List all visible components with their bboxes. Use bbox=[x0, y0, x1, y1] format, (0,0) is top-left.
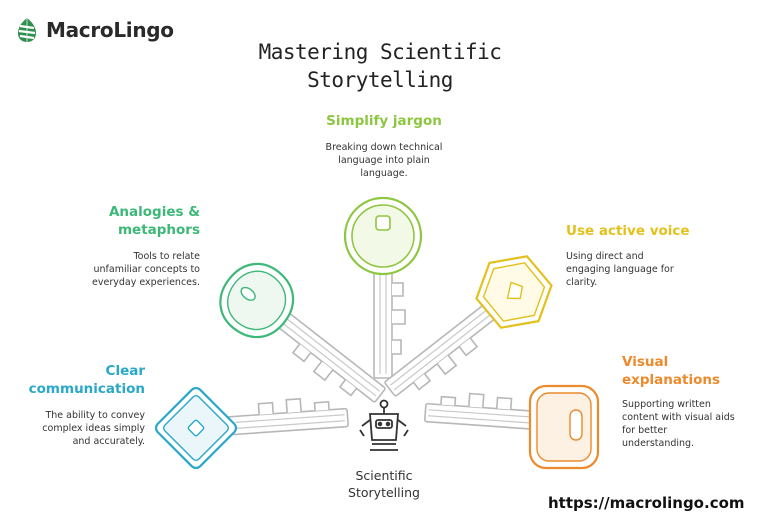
heading-line: Clear bbox=[105, 363, 145, 379]
desc-line: complex ideas simply bbox=[42, 423, 145, 434]
heading-analogies-metaphors: Analogies & metaphors bbox=[80, 203, 200, 239]
desc-visual-explanations: Supporting written content with visual a… bbox=[622, 398, 742, 450]
desc-line: language into plain bbox=[338, 155, 430, 166]
title-line-2: Storytelling bbox=[307, 68, 453, 92]
key-visual-explanations bbox=[424, 392, 552, 431]
heading-visual-explanations: Visual explanations bbox=[622, 353, 742, 389]
desc-line: Supporting written bbox=[622, 399, 711, 410]
desc-active-voice: Using direct and engaging language for c… bbox=[566, 250, 706, 289]
heading-line: communication bbox=[28, 381, 145, 397]
desc-line: understanding. bbox=[622, 438, 695, 449]
center-label-line: Storytelling bbox=[348, 485, 420, 500]
desc-line: and accurately. bbox=[72, 436, 145, 447]
desc-line: engaging language for bbox=[566, 264, 674, 275]
desc-line: unfamiliar concepts to bbox=[93, 264, 200, 275]
key-clear-communication bbox=[226, 397, 349, 436]
brand-logo: MacroLingo bbox=[14, 16, 174, 44]
page-title: Mastering Scientific Storytelling bbox=[220, 38, 540, 94]
desc-line: clarity. bbox=[566, 277, 598, 288]
heading-line: explanations bbox=[622, 372, 720, 388]
leaf-logo-icon bbox=[18, 18, 36, 42]
desc-analogies-metaphors: Tools to relate unfamiliar concepts to e… bbox=[70, 250, 200, 289]
key-clear-communication-head bbox=[154, 386, 238, 470]
desc-line: Breaking down technical bbox=[325, 142, 443, 153]
desc-clear-communication: The ability to convey complex ideas simp… bbox=[20, 409, 145, 448]
heading-simplify-jargon: Simplify jargon bbox=[326, 113, 442, 129]
desc-line: Using direct and bbox=[566, 251, 644, 262]
heading-line: metaphors bbox=[117, 222, 200, 238]
desc-line: everyday experiences. bbox=[92, 277, 200, 288]
heading-line: Visual bbox=[622, 354, 669, 370]
key-visual-explanations-head bbox=[528, 384, 600, 470]
key-analogies-head bbox=[219, 262, 295, 339]
robot-icon bbox=[359, 399, 409, 451]
key-active-voice-head bbox=[475, 255, 553, 329]
center-label-line: Scientific bbox=[355, 468, 413, 483]
title-line-1: Mastering Scientific bbox=[258, 40, 502, 64]
desc-line: Tools to relate bbox=[133, 251, 200, 262]
desc-line: for better bbox=[622, 425, 668, 436]
desc-line: The ability to convey bbox=[45, 410, 145, 421]
key-simplify-jargon-head bbox=[343, 196, 423, 276]
heading-clear-communication: Clear communication bbox=[20, 362, 145, 398]
heading-line: Analogies & bbox=[108, 204, 200, 220]
center-label: Scientific Storytelling bbox=[320, 467, 448, 501]
heading-active-voice: Use active voice bbox=[566, 223, 690, 239]
brand-name: MacroLingo bbox=[46, 18, 174, 42]
desc-simplify-jargon: Breaking down technical language into pl… bbox=[312, 141, 456, 180]
desc-line: content with visual aids bbox=[622, 412, 735, 423]
website-url[interactable]: https://macrolingo.com bbox=[548, 494, 745, 512]
desc-line: language. bbox=[360, 168, 408, 179]
